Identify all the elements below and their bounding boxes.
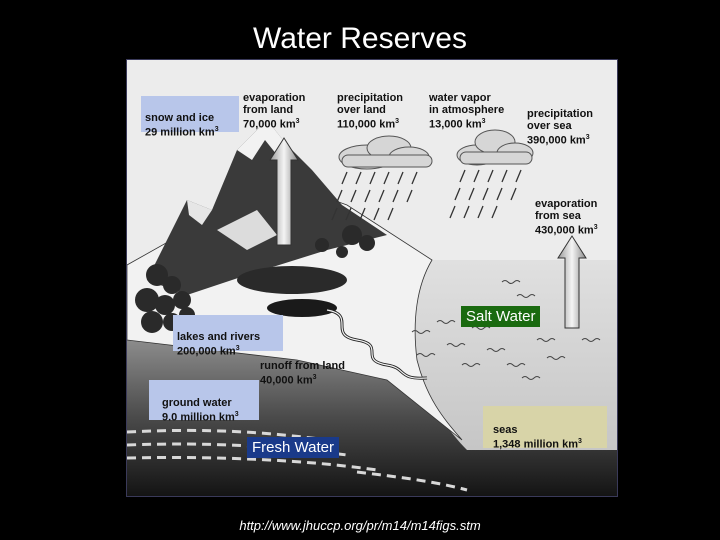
precipitation-land-label: precipitation over land 110,000 km3 [337, 80, 403, 131]
ground-water-label: ground water 9.0 million km3 [162, 385, 239, 424]
fresh-water-tag: Fresh Water [247, 437, 339, 458]
evaporation-sea-label: evaporation from sea 430,000 km3 [535, 186, 598, 237]
evaporation-land-label: evaporation from land 70,000 km3 [243, 80, 305, 131]
water-cycle-diagram: snow and ice 29 million km3 evaporation … [126, 59, 618, 497]
precipitation-sea-label: precipitation over sea 390,000 km3 [527, 96, 593, 147]
source-url[interactable]: http://www.jhuccp.org/pr/m14/m14figs.stm [0, 518, 720, 533]
slide-title: Water Reserves [0, 22, 720, 56]
lakes-rivers-label: lakes and rivers 200,000 km3 [177, 319, 260, 358]
cloud-sea [457, 130, 533, 165]
lake [237, 266, 347, 294]
salt-water-tag: Salt Water [461, 306, 540, 327]
cloud-land [339, 136, 432, 169]
water-vapor-label: water vapor in atmosphere 13,000 km3 [429, 80, 504, 131]
runoff-label: runoff from land 40,000 km3 [260, 348, 345, 387]
rain-sea [450, 170, 521, 218]
seas-label: seas 1,348 million km3 [493, 412, 582, 451]
snow-ice-label: snow and ice 29 million km3 [145, 100, 219, 139]
